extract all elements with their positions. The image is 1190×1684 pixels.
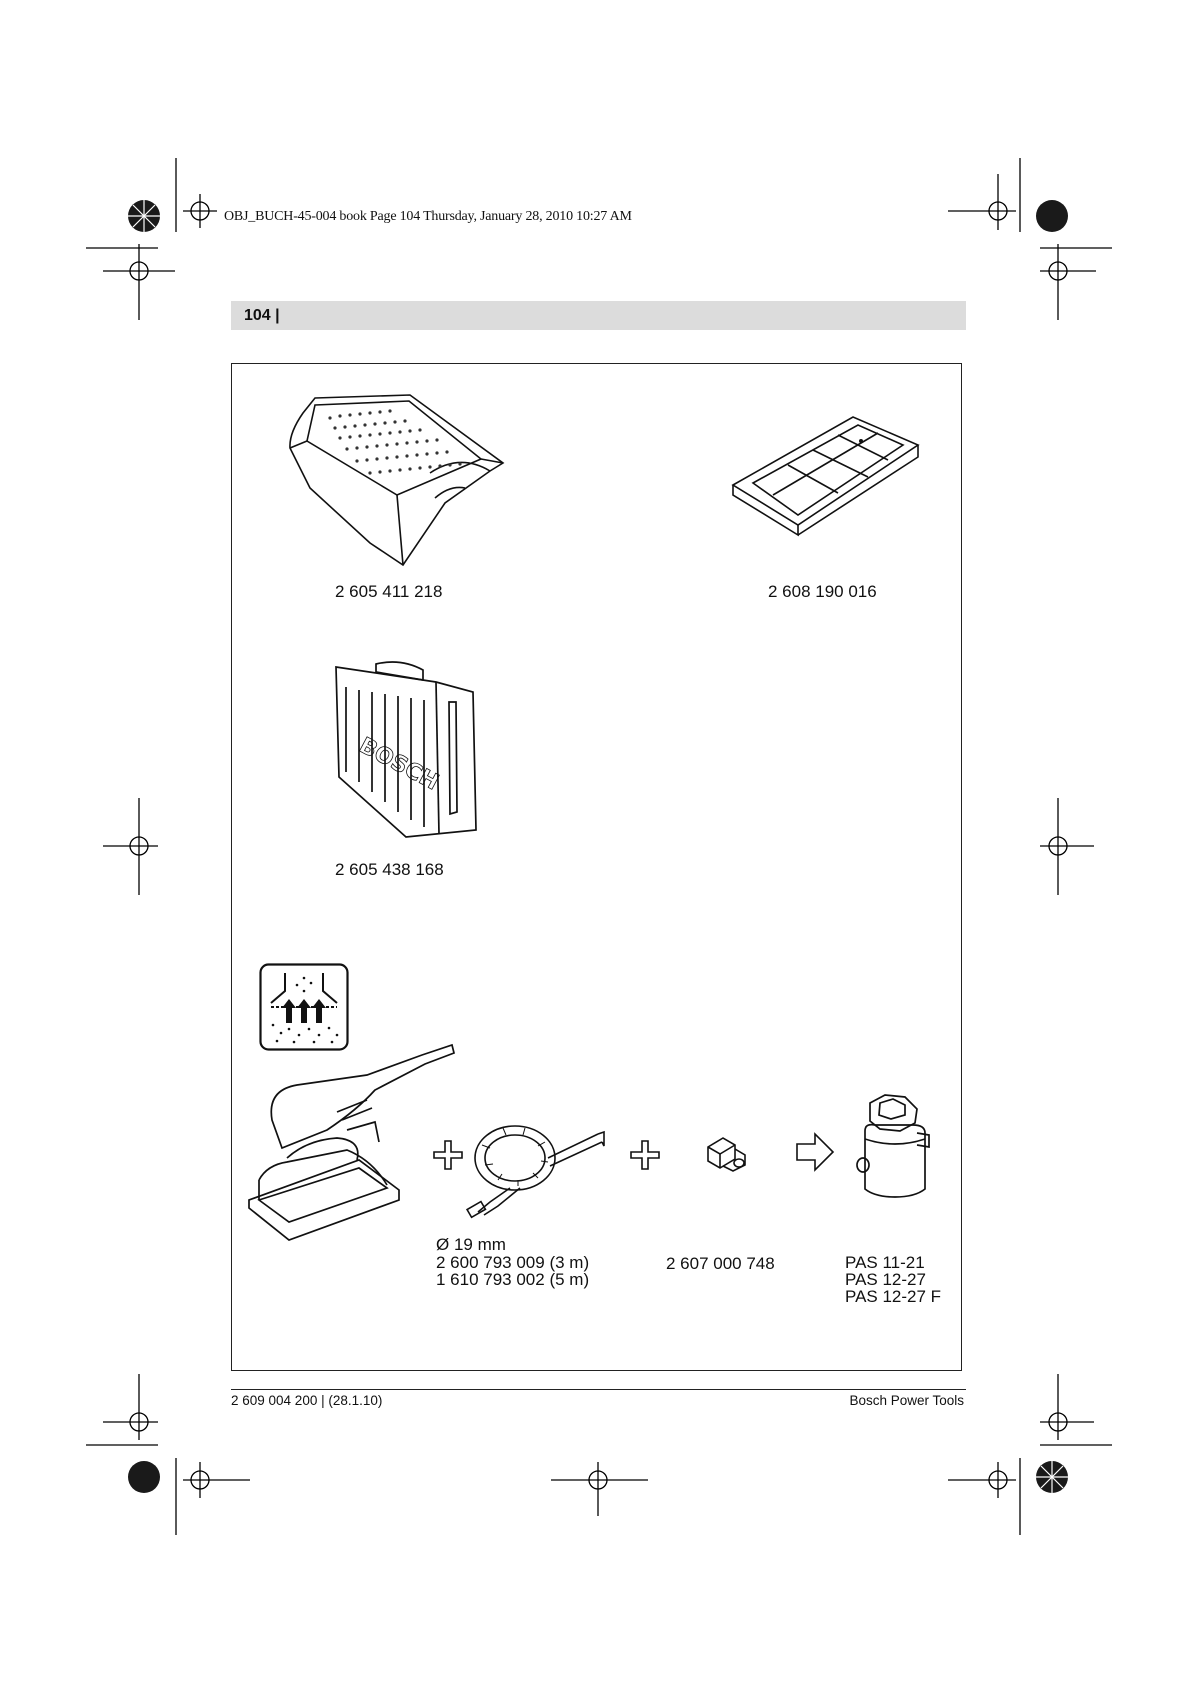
- hose-variant-5m: 1 610 793 002 (5 m): [436, 1270, 590, 1289]
- plus-icon-1: [433, 1140, 463, 1170]
- carrying-case-part-number: 2 605 438 168: [335, 860, 444, 879]
- hose-diameter: Ø 19 mm: [436, 1235, 506, 1254]
- filter-frame-icon: [731, 416, 920, 537]
- hose-variant-3m: 2 600 793 009 (3 m): [436, 1253, 590, 1272]
- dust-box-icon: [289, 394, 505, 567]
- vacuum-model-1: PAS 11-21: [845, 1253, 925, 1272]
- accessories-frame: [231, 363, 962, 1371]
- orbital-sander-icon: [248, 1043, 456, 1241]
- vacuum-model-2: PAS 12-27: [845, 1270, 926, 1289]
- carrying-case-icon: BOSCH: [335, 661, 477, 838]
- footer-document-number: 2 609 004 200 | (28.1.10): [231, 1393, 383, 1408]
- page-header-bar: [231, 301, 966, 330]
- footer-brand: Bosch Power Tools: [849, 1393, 964, 1408]
- filter-frame-part-number: 2 608 190 016: [768, 582, 877, 601]
- print-slug-line: OBJ_BUCH-45-004 book Page 104 Thursday, …: [224, 209, 632, 224]
- plus-icon-2: [630, 1140, 660, 1170]
- dust-extraction-symbol-icon: [259, 963, 349, 1051]
- dust-box-part-number: 2 605 411 218: [335, 582, 443, 601]
- extraction-hose-icon: [465, 1125, 605, 1219]
- adapter-part-number: 2 607 000 748: [666, 1254, 775, 1273]
- vacuum-cleaner-icon: [856, 1094, 930, 1198]
- arrow-right-icon: [796, 1132, 835, 1172]
- vacuum-model-3: PAS 12-27 F: [845, 1287, 942, 1306]
- footer-rule: [231, 1389, 966, 1390]
- adapter-icon: [707, 1137, 746, 1172]
- page-number: 104 |: [244, 307, 280, 324]
